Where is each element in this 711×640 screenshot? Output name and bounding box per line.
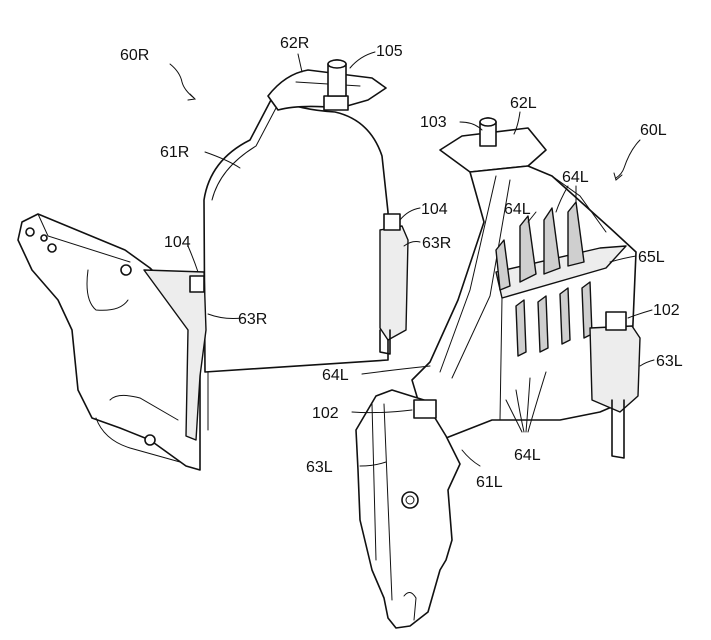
label-61l: 61L [476, 474, 503, 491]
label-62r: 62R [280, 35, 309, 52]
label-63l-right: 63L [656, 353, 683, 370]
label-64l-side: 64L [322, 367, 349, 384]
rear-mount-plate-right [17, 213, 201, 471]
upper-bracket-62l [439, 117, 547, 173]
label-104-lower: 104 [164, 234, 191, 251]
label-102-left: 102 [312, 405, 339, 422]
label-104-upper: 104 [421, 201, 448, 218]
label-102-right: 102 [653, 302, 680, 319]
label-62l: 62L [510, 95, 537, 112]
label-103: 103 [420, 114, 447, 131]
leader-lines [169, 51, 655, 467]
lower-bracket-63r [379, 213, 409, 355]
upper-bracket-62r [267, 59, 387, 111]
label-63r-upper: 63R [422, 235, 451, 252]
label-63l-left: 63L [306, 459, 333, 476]
lower-bracket-63l-front [355, 389, 461, 629]
label-64l-top: 64L [562, 169, 589, 186]
label-64l-bottom: 64L [514, 447, 541, 464]
label-61r: 61R [160, 144, 189, 161]
reference-labels: 60R 62R 105 61R 104 63R 104 63R 103 62L … [120, 35, 683, 491]
lower-bracket-63l [589, 311, 641, 459]
label-63r-lower: 63R [238, 311, 267, 328]
assembly-60l [355, 117, 641, 629]
label-60l: 60L [640, 122, 667, 139]
label-65l: 65L [638, 249, 665, 266]
label-64l-upper: 64L [504, 201, 531, 218]
ribs-64l [495, 201, 593, 357]
assembly-60r [17, 59, 409, 471]
lower-bracket-63r-left [143, 269, 207, 441]
label-60r: 60R [120, 47, 149, 64]
label-105: 105 [376, 43, 403, 60]
plate-61r [203, 97, 389, 431]
